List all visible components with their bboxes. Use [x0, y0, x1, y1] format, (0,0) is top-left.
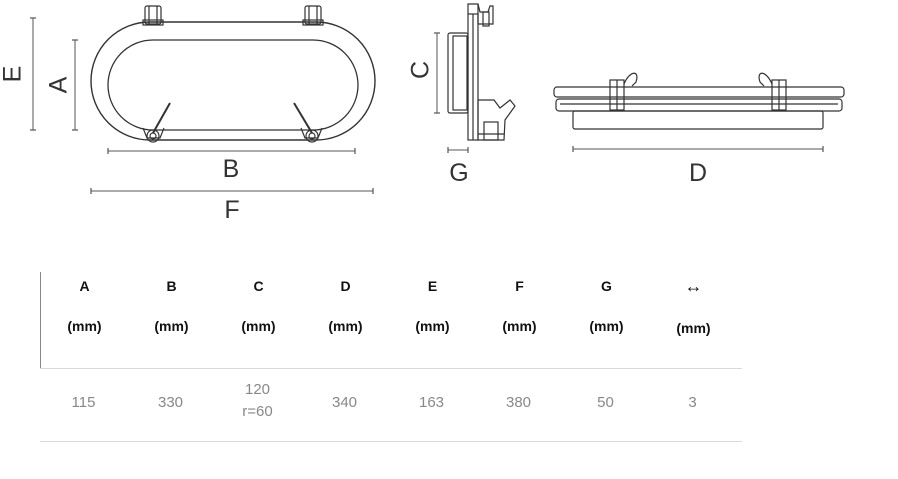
- value-b: 330: [157, 394, 184, 411]
- latch-right: [293, 102, 323, 143]
- header-e-letter: E: [427, 278, 438, 294]
- spec-table: A (mm) B (mm) C (mm) D (mm) E (mm) F (mm…: [40, 272, 742, 442]
- value-d: 340: [331, 394, 358, 411]
- header-f-unit: (mm): [502, 318, 537, 334]
- table-row: 115 330 120 r=60 340 163 380 50 3: [40, 368, 742, 442]
- dim-label-g: G: [449, 159, 468, 187]
- header-b-letter: B: [166, 278, 177, 294]
- front-view: A E B F: [0, 5, 376, 224]
- side-view: C G: [407, 3, 516, 187]
- header-g-unit: (mm): [589, 318, 624, 334]
- header-thickness-unit: (mm): [676, 320, 711, 336]
- dim-label-a: A: [45, 76, 73, 93]
- value-g: 50: [597, 394, 614, 411]
- value-c: 120: [244, 381, 271, 398]
- latch-left: [142, 102, 171, 143]
- dim-label-c: C: [407, 61, 435, 79]
- value-e: 163: [418, 394, 445, 411]
- value-c-radius: r=60: [242, 403, 273, 420]
- dim-label-e: E: [0, 66, 27, 83]
- header-g-letter: G: [601, 278, 612, 294]
- top-hinge-left: [609, 72, 638, 111]
- value-a: 115: [71, 394, 96, 411]
- table-header-row: A (mm) B (mm) C (mm) D (mm) E (mm) F (mm…: [40, 272, 742, 368]
- header-f-letter: F: [515, 278, 524, 294]
- top-hinge-right: [758, 72, 787, 111]
- dim-label-f: F: [224, 196, 239, 224]
- header-a-letter: A: [79, 278, 90, 294]
- header-c-letter: C: [253, 278, 264, 294]
- header-thickness-icon: ↔: [684, 276, 703, 296]
- header-e-unit: (mm): [415, 318, 450, 334]
- header-a-unit: (mm): [67, 318, 102, 334]
- top-view: D: [553, 72, 845, 187]
- dim-label-d: D: [689, 159, 707, 187]
- dim-label-b: B: [223, 155, 240, 183]
- hinge-right: [302, 5, 324, 26]
- header-c-unit: (mm): [241, 318, 276, 334]
- technical-drawing: A E B F C: [0, 3, 845, 224]
- hinge-left: [142, 5, 164, 26]
- header-d-letter: D: [340, 278, 351, 294]
- header-b-unit: (mm): [154, 318, 189, 334]
- header-d-unit: (mm): [328, 318, 363, 334]
- value-f: 380: [505, 394, 532, 411]
- value-thickness: 3: [688, 394, 697, 411]
